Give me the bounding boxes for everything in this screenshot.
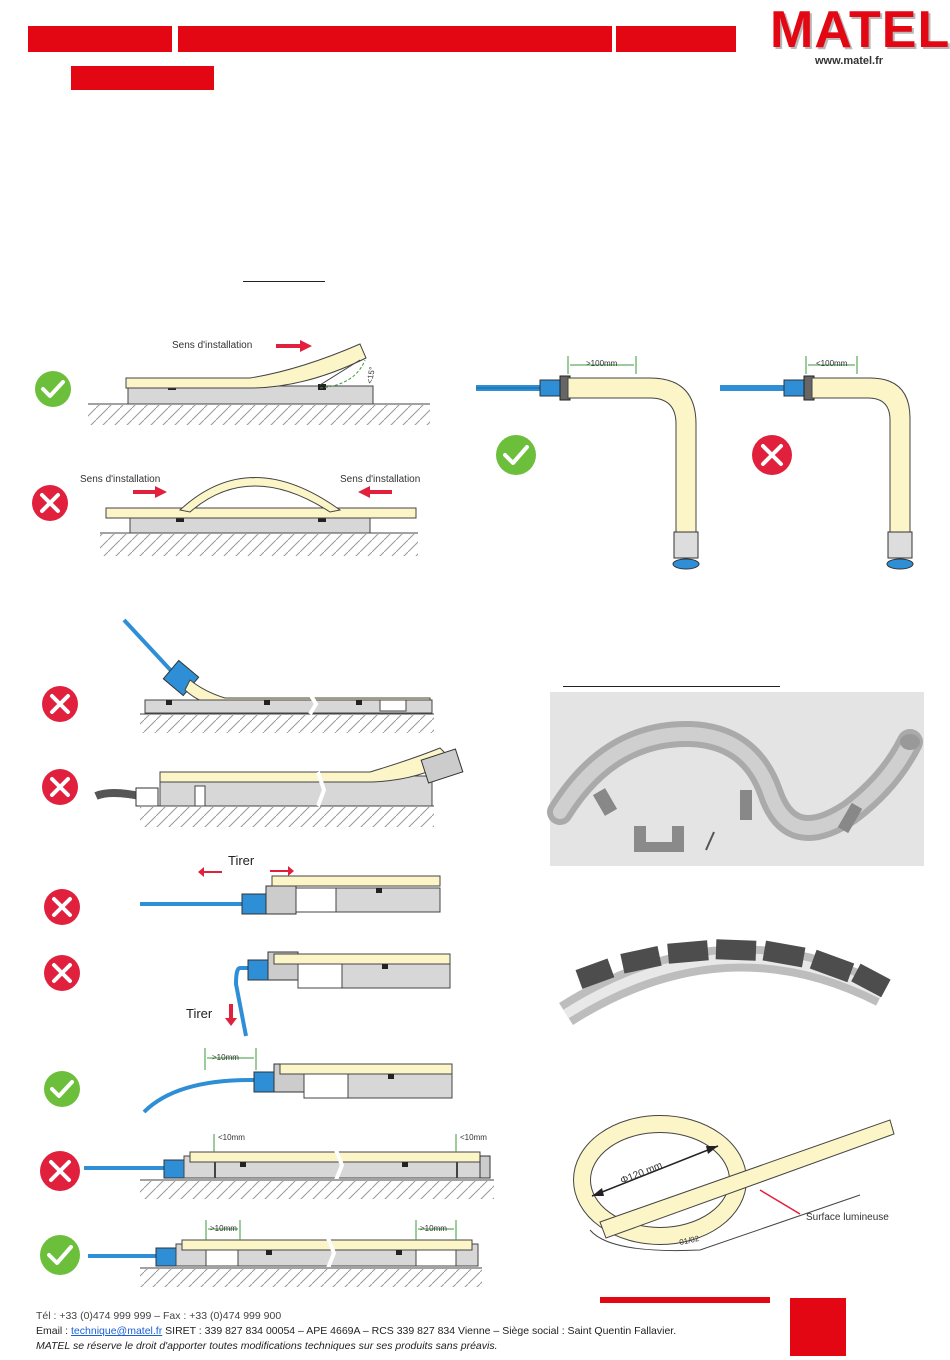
- photo-s-profile: [547, 692, 924, 866]
- cross-icon: [752, 435, 792, 475]
- footer-disclaimer: MATEL se réserve le droit d'apporter tou…: [36, 1340, 498, 1352]
- angle-label: <15°: [365, 366, 377, 384]
- header-bar-1: [28, 26, 172, 52]
- check-icon: [40, 1235, 80, 1275]
- lt100-label: <100mm: [816, 359, 848, 368]
- pull-down-label: Tirer: [186, 1006, 213, 1021]
- lt10-right-label: <10mm: [460, 1133, 487, 1142]
- install-direction-left-label: Sens d'installation: [80, 474, 160, 485]
- cross-icon: [42, 769, 78, 805]
- install-direction-right-label: Sens d'installation: [340, 474, 420, 485]
- footer-email-label: Email :: [36, 1325, 72, 1337]
- luminous-surface-label: Surface lumineuse: [806, 1212, 889, 1223]
- footer-bar-line: [600, 1297, 770, 1303]
- check-icon: [35, 371, 71, 407]
- brand-url: www.matel.fr: [815, 55, 884, 67]
- footer-email-link[interactable]: technique@matel.fr: [71, 1325, 163, 1337]
- cross-icon: [42, 686, 78, 722]
- strip-mark-label: 01/02: [679, 1234, 701, 1247]
- section-underline-1: [243, 281, 325, 282]
- brand-logo: MATEL: [770, 1, 950, 59]
- photo-curved-clips: [559, 939, 891, 1025]
- cross-icon: [44, 889, 80, 925]
- footer-legal: Email : technique@matel.fr SIRET : 339 8…: [36, 1325, 676, 1337]
- footer-phone: Tél : +33 (0)474 999 999 – Fax : +33 (0)…: [36, 1310, 282, 1322]
- diameter-label: Φ120 mm: [619, 1160, 664, 1187]
- footer-legal-rest: SIRET : 339 827 834 00054 – APE 4669A – …: [162, 1325, 677, 1337]
- lt10-left-label: <10mm: [218, 1133, 245, 1142]
- cross-icon: [44, 955, 80, 991]
- pull-label: Tirer: [228, 853, 255, 868]
- gt10-right-label: >10mm: [420, 1224, 447, 1233]
- header-bar-2: [178, 26, 612, 52]
- gt10-left-label: >10mm: [210, 1224, 237, 1233]
- gt100-label: >100mm: [586, 359, 618, 368]
- gt10-label: >10mm: [212, 1053, 239, 1062]
- cross-icon: [32, 485, 68, 521]
- cross-icon: [40, 1151, 80, 1191]
- footer-bar-box: [790, 1298, 846, 1356]
- header-bar-3: [616, 26, 736, 52]
- section-underline-2: [563, 686, 780, 687]
- check-icon: [496, 435, 536, 475]
- install-direction-label: Sens d'installation: [172, 340, 252, 351]
- check-icon: [44, 1071, 80, 1107]
- header-bar-4: [71, 66, 214, 90]
